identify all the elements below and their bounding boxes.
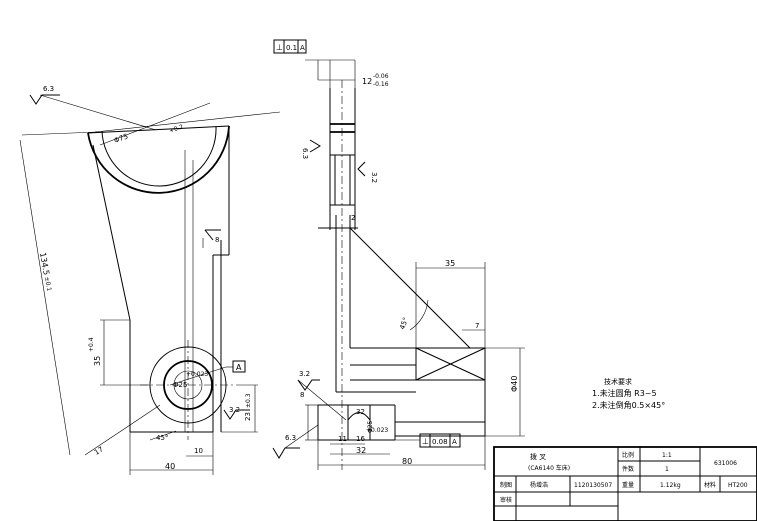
front-depth-tol: ±0.3 xyxy=(245,393,252,408)
side-dia-40: Φ40 xyxy=(510,376,519,392)
title-material-value: HT200 xyxy=(728,482,748,489)
gdt2-value: 0.08 xyxy=(432,438,448,446)
title-check-label: 审核 xyxy=(500,496,512,504)
front-surface-63: 6.3 xyxy=(43,85,54,93)
side-dim-11: 11 xyxy=(338,435,347,443)
title-qty-label: 件数 xyxy=(622,465,634,473)
front-small-width: 8 xyxy=(215,236,219,244)
title-ratio-label: 比例 xyxy=(622,451,634,459)
front-surface-32: 3.2 xyxy=(229,406,240,414)
front-bore-dim: Φ75 xyxy=(113,132,129,144)
side-dim-8: 8 xyxy=(300,391,304,399)
side-dim-16: 16 xyxy=(356,435,365,443)
title-material-label: 材料 xyxy=(704,481,716,489)
technical-notes: 技术要求 1.未注圆角 R3~5 2.未注倒角0.5×45° xyxy=(592,377,665,410)
gdt-frame-bottom: ⊥ 0.08 A xyxy=(419,433,461,448)
front-view xyxy=(19,94,281,475)
front-oblique-17: 17 xyxy=(93,445,105,456)
side-dim-80: 80 xyxy=(402,457,412,466)
title-block xyxy=(493,446,757,521)
title-weight-value: 1.12kg xyxy=(660,482,681,489)
side-surface-32: 3.2 xyxy=(370,172,378,183)
title-draw-label: 制图 xyxy=(500,481,512,489)
front-width-10: 10 xyxy=(194,447,203,455)
title-student-no: 1120130507 xyxy=(574,482,612,489)
slot-dim: 12 xyxy=(362,77,372,86)
gdt-value: 0.1 xyxy=(286,44,297,52)
side-surface-63-low: 6.3 xyxy=(285,434,296,442)
title-weight-label: 重量 xyxy=(622,481,634,489)
gdt-symbol: ⊥ xyxy=(276,43,283,52)
front-angle-45: 45° xyxy=(156,434,168,442)
slot-tol-upper: -0.06 xyxy=(373,73,389,80)
front-hole-dim: Φ25 xyxy=(173,381,187,389)
front-depth-dim: 23 xyxy=(244,412,252,421)
side-dim-35: 35 xyxy=(445,259,455,268)
front-width-40: 40 xyxy=(165,462,175,471)
side-dim-7: 7 xyxy=(475,322,479,330)
notes-line-1: 1.未注圆角 R3~5 xyxy=(592,388,657,398)
gdt2-symbol: ⊥ xyxy=(422,437,429,446)
side-dim-32-bottom: 32 xyxy=(356,446,366,455)
title-qty-value: 1 xyxy=(665,466,669,473)
front-bore-tol: +0.2 xyxy=(168,123,184,135)
side-angle-45: 45° xyxy=(398,316,410,330)
side-dim-2: 2 xyxy=(351,214,355,222)
slot-tol-lower: -0.16 xyxy=(373,81,389,88)
side-surface-63: 6.3 xyxy=(301,148,309,159)
gdt-datum: A xyxy=(300,44,305,52)
datum-a-tag: A xyxy=(232,360,246,373)
title-drawer: 杨增浩 xyxy=(530,481,548,489)
front-height-tol: ±0.1 xyxy=(43,276,52,292)
title-part-name: 拨 叉 xyxy=(530,452,546,461)
notes-line-2: 2.未注倒角0.5×45° xyxy=(592,400,665,410)
title-drawing-no: 631006 xyxy=(714,460,737,467)
side-surface-32-low: 3.2 xyxy=(299,370,310,378)
side-bore-small-tol: +0.023 xyxy=(366,427,388,434)
title-part-model: (CA6140 车床) xyxy=(528,464,570,472)
front-height-35-tol: +0.4 xyxy=(88,337,95,352)
title-ratio-value: 1:1 xyxy=(662,452,672,459)
front-height-35: 35 xyxy=(93,356,102,366)
side-bore-small: Φ25 xyxy=(367,420,374,433)
gdt-frame-top: ⊥ 0.1 A xyxy=(273,39,307,54)
front-height-dim: 134.5 xyxy=(38,252,51,276)
gdt2-datum: A xyxy=(452,438,457,446)
datum-a-label: A xyxy=(236,363,242,372)
side-view xyxy=(272,59,525,470)
front-hole-tol: +0.023 xyxy=(186,371,208,378)
notes-heading: 技术要求 xyxy=(604,377,632,386)
side-dim-32-small: 32 xyxy=(356,408,365,416)
